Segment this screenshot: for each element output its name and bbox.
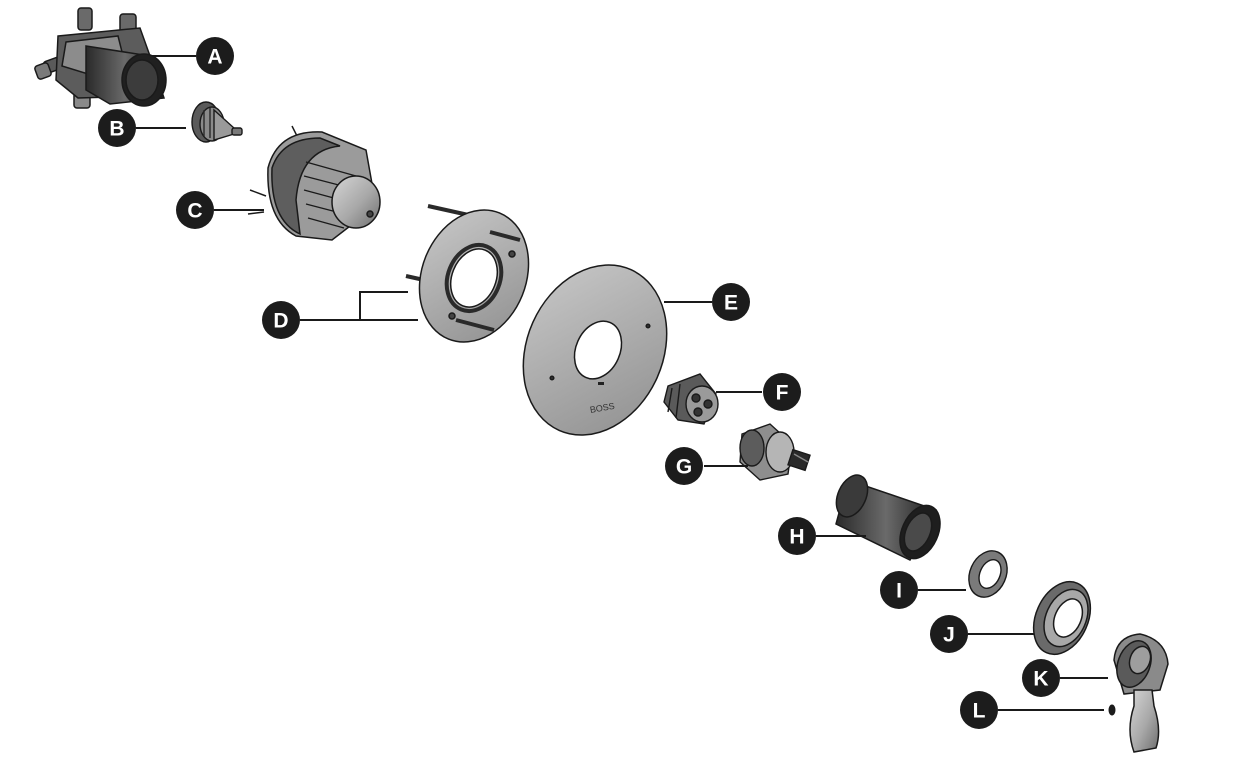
callout-B: B [98,109,136,147]
callout-D: D [262,301,300,339]
callout-K: K [1022,659,1060,697]
callout-C: C [176,191,214,229]
callout-F: F [763,373,801,411]
callout-A: A [196,37,234,75]
trim-plate: BOSS [522,264,668,436]
callout-C-label: C [187,200,202,223]
callout-L-label: L [973,700,986,723]
sleeve [835,474,941,561]
callout-G-label: G [676,456,692,479]
callout-L: L [960,691,998,729]
valve-body [34,7,167,109]
callout-I-label: I [896,580,902,603]
pressure-balance-spool [191,101,243,143]
callout-K-label: K [1033,668,1048,691]
callout-H: H [778,517,816,555]
callout-B-label: B [109,118,124,141]
callout-E: E [712,283,750,321]
callout-I: I [880,571,918,609]
callout-F-label: F [776,382,789,405]
cartridge-adapter [663,373,719,425]
callout-D-label: D [273,310,288,333]
set-screw [1108,704,1116,716]
cartridge [739,423,811,481]
leader-lines [136,55,1108,711]
retaining-ring [968,550,1008,598]
callout-A-label: A [207,46,222,69]
callout-J: J [930,615,968,653]
plaster-guard [247,125,381,241]
callout-H-label: H [789,526,804,549]
mounting-plate-and-screws [405,204,530,343]
callout-J-label: J [943,624,955,647]
callout-E-label: E [724,292,738,315]
callout-G: G [665,447,703,485]
handle-hub [1113,633,1169,753]
trim-plate-engraving: BOSS [589,401,615,415]
escutcheon-cap [1032,580,1092,656]
